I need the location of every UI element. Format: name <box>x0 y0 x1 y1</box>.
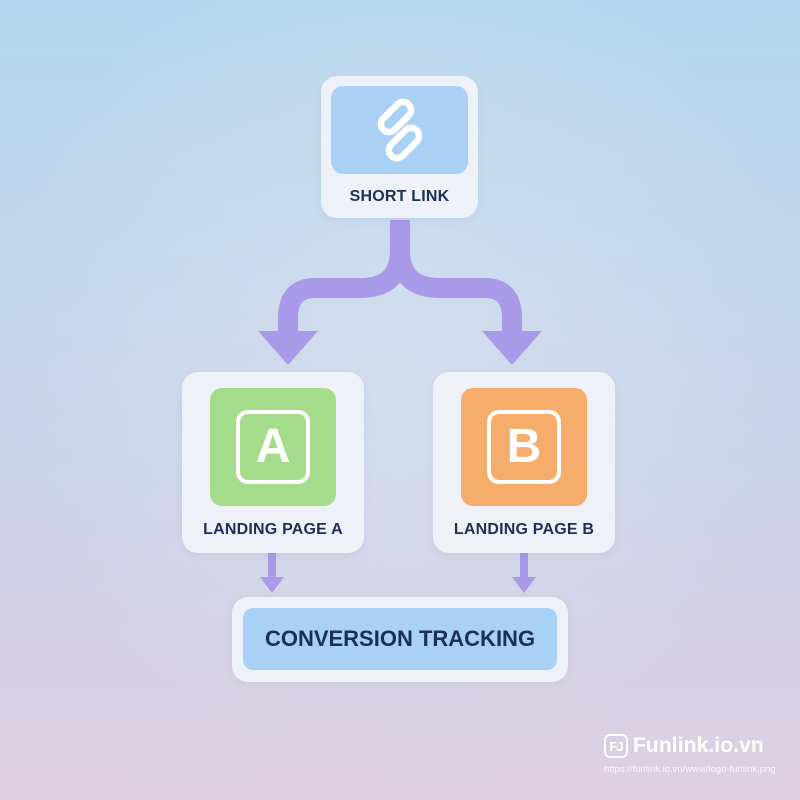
landing-page-a-node: A LANDING PAGE A <box>182 372 364 553</box>
arrowhead-conversion-b <box>512 577 536 593</box>
link-chain-icon <box>377 98 422 162</box>
landing-page-b-tile: B <box>461 388 587 506</box>
landing-page-a-label: LANDING PAGE A <box>203 521 343 538</box>
arrowhead-conversion-a <box>260 577 284 593</box>
edge-short-link-to-landing-a <box>278 220 410 332</box>
conversion-tracking-label: CONVERSION TRACKING <box>243 608 557 670</box>
conversion-tracking-node: CONVERSION TRACKING <box>232 597 568 682</box>
short-link-label: SHORT LINK <box>349 188 450 205</box>
landing-page-a-letter: A <box>236 410 310 484</box>
short-link-node: SHORT LINK <box>321 76 478 218</box>
arrowhead-landing-b <box>482 331 542 365</box>
landing-page-b-node: B LANDING PAGE B <box>433 372 615 553</box>
short-link-tile <box>331 86 468 174</box>
brand-name: Funlink.io.vn <box>633 734 764 757</box>
landing-page-b-letter: B <box>487 410 561 484</box>
arrowhead-landing-a <box>258 331 318 365</box>
brand-logo-icon: FJ <box>604 734 628 758</box>
landing-page-a-tile: A <box>210 388 336 506</box>
brand-url: https://funlink.io.vn/www/logo-funlink.p… <box>604 764 776 775</box>
edge-short-link-to-landing-b <box>390 249 522 332</box>
brand: FJ Funlink.io.vn <box>604 734 764 758</box>
landing-page-b-label: LANDING PAGE B <box>453 521 595 538</box>
